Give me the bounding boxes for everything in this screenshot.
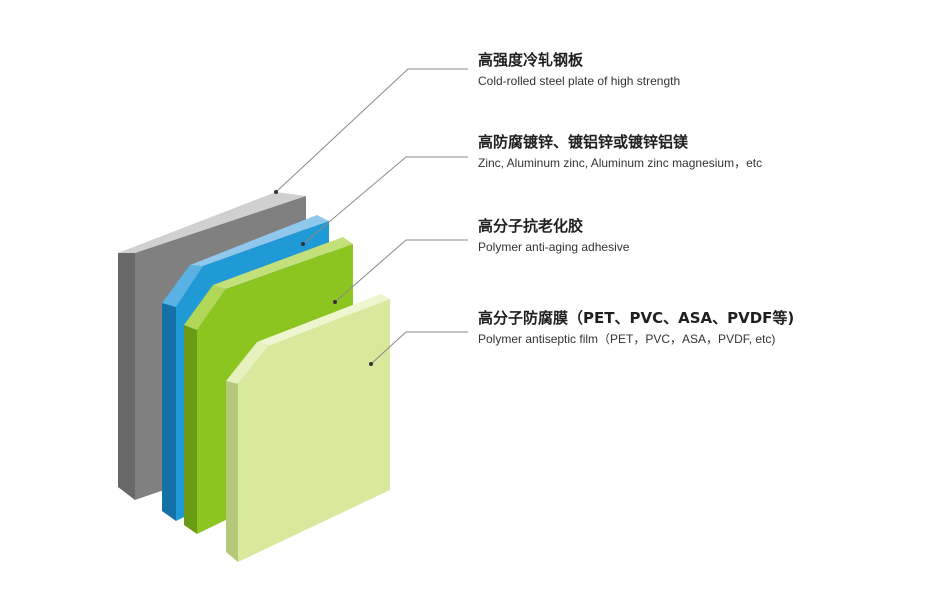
- label-adhesive: 高分子抗老化胶 Polymer anti-aging adhesive: [478, 216, 629, 255]
- zinc-coating-side: [162, 303, 176, 521]
- protective-film-layer: [226, 294, 390, 562]
- steel-plate-top: [118, 192, 306, 253]
- zinc-coating-title-en: Zinc, Aluminum zinc, Aluminum zinc magne…: [478, 156, 763, 170]
- adhesive-title-zh: 高分子抗老化胶: [478, 217, 584, 235]
- leader-lines: [274, 68, 468, 366]
- leader-line-steel-plate: [275, 68, 468, 193]
- zinc-coating-title-zh: 高防腐镀锌、镀铝锌或镀锌铝镁: [478, 133, 689, 151]
- label-zinc-coating: 高防腐镀锌、镀铝锌或镀锌铝镁 Zinc, Aluminum zinc, Alum…: [478, 132, 762, 171]
- protective-film-top: [257, 294, 390, 346]
- leader-line-zinc-coating: [302, 156, 468, 245]
- leader-dot-adhesive: [333, 300, 337, 304]
- steel-plate-side: [118, 253, 135, 500]
- protective-film-bevel: [226, 342, 269, 384]
- adhesive-title-en: Polymer anti-aging adhesive: [478, 240, 630, 254]
- protective-film-title-en: Polymer antiseptic film（PET，PVC，ASA，PVDF…: [478, 332, 776, 346]
- protective-film-front: [238, 299, 390, 562]
- adhesive-bevel: [184, 285, 226, 330]
- protective-film-side: [226, 381, 238, 562]
- zinc-coating-top: [190, 215, 329, 266]
- steel-plate-title-zh: 高强度冷轧钢板: [478, 51, 584, 69]
- leader-line-protective-film: [370, 331, 468, 365]
- leader-dot-steel-plate: [274, 190, 278, 194]
- adhesive-top: [213, 237, 353, 289]
- protective-film-title-zh: 高分子防腐膜（PET、PVC、ASA、PVDF等): [478, 309, 795, 327]
- leader-line-adhesive: [334, 239, 468, 303]
- steel-plate-title-en: Cold-rolled steel plate of high strength: [478, 74, 681, 88]
- leader-dot-protective-film: [369, 362, 373, 366]
- label-protective-film: 高分子防腐膜（PET、PVC、ASA、PVDF等) Polymer antise…: [478, 308, 794, 347]
- label-steel-plate: 高强度冷轧钢板 Cold-rolled steel plate of high …: [478, 50, 680, 89]
- zinc-coating-bevel: [162, 265, 203, 307]
- adhesive-side: [184, 325, 197, 534]
- leader-dot-zinc-coating: [301, 242, 305, 246]
